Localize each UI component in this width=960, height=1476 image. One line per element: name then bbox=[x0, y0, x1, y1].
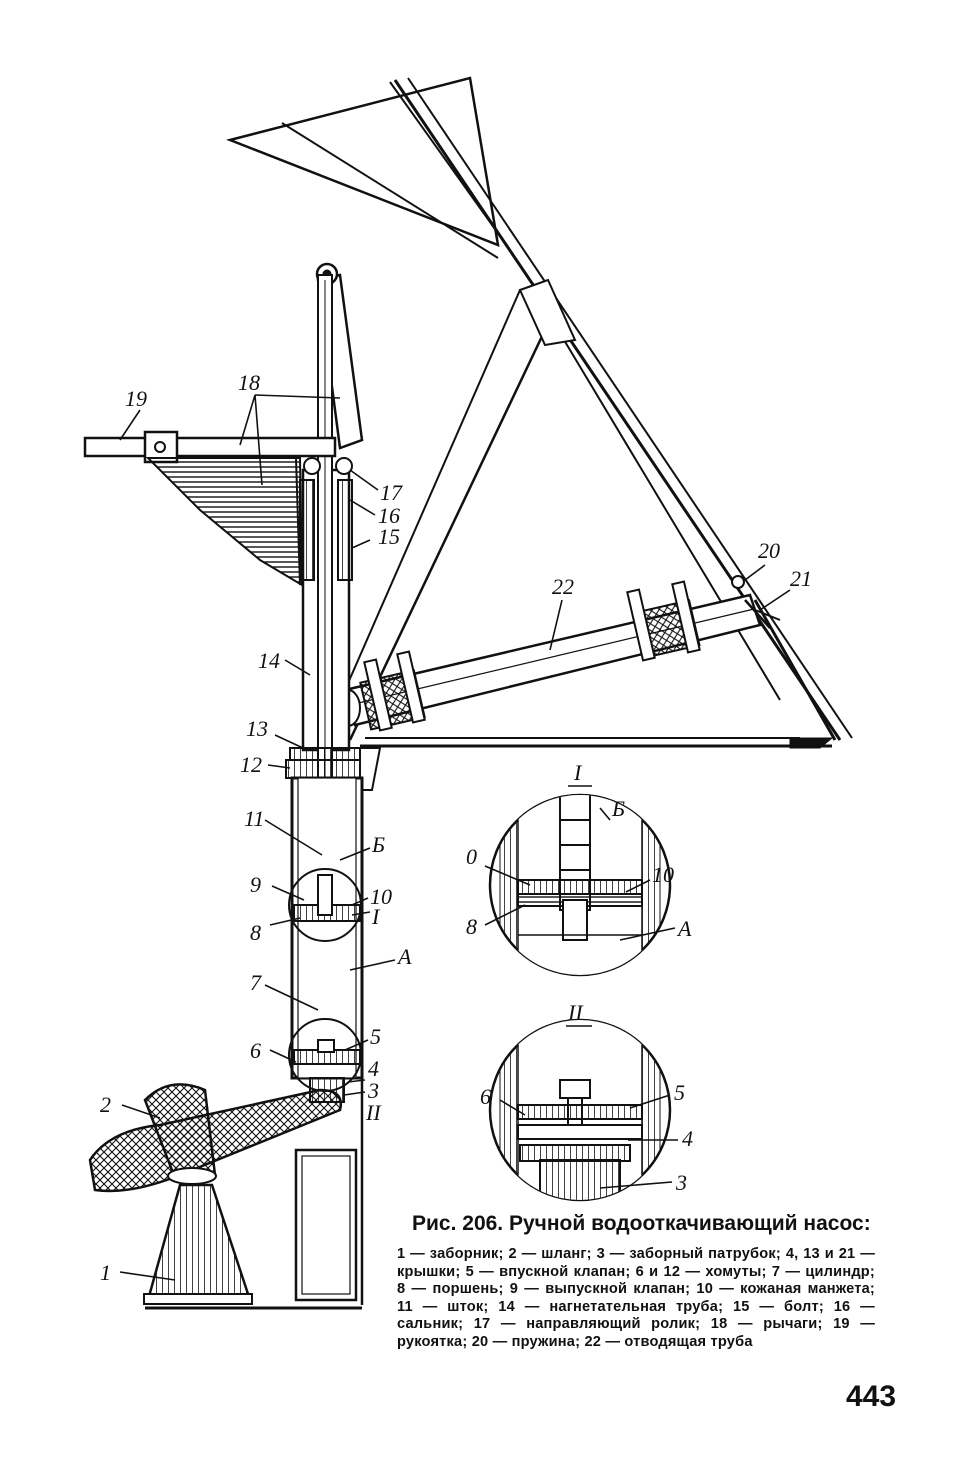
label-7: 7 bbox=[250, 970, 262, 995]
caption-item: 11 — шток; bbox=[397, 1298, 489, 1315]
caption-item: 10 — кожаная манжета; bbox=[696, 1281, 875, 1298]
detail-two-label-5: 5 bbox=[674, 1080, 685, 1105]
label-10: 10 bbox=[370, 884, 392, 909]
detail-two-label-4: 4 bbox=[682, 1126, 693, 1151]
label-2: 2 bbox=[100, 1092, 111, 1117]
label-14: 14 bbox=[258, 648, 280, 673]
label-15: 15 bbox=[378, 524, 400, 549]
caption-item: 15 — болт; bbox=[732, 1298, 824, 1315]
discharge-pipe bbox=[335, 575, 771, 732]
label-16: 16 bbox=[378, 503, 400, 528]
detail-two-label-6: 6 bbox=[480, 1084, 491, 1109]
caption-item: 3 — заборный патрубок; bbox=[596, 1246, 781, 1262]
label-1: 1 bbox=[100, 1260, 111, 1285]
label-18: 18 bbox=[238, 370, 260, 395]
label-11: 11 bbox=[244, 806, 264, 831]
caption-item: 14 — нагнетательная труба; bbox=[498, 1298, 724, 1315]
label-17: 17 bbox=[380, 480, 403, 505]
label-12: 12 bbox=[240, 752, 262, 777]
detail-two-title: II bbox=[567, 1000, 584, 1025]
label-8: 8 bbox=[250, 920, 261, 945]
caption-body: 1 — заборник; 2 — шланг; 3 — заборный па… bbox=[397, 1246, 875, 1352]
page-number: 443 bbox=[846, 1380, 897, 1413]
label-13: 13 bbox=[246, 716, 268, 741]
caption-item: 9 — выпускной клапан; bbox=[509, 1281, 691, 1298]
detail-one-label-a: А bbox=[676, 916, 692, 941]
suction-hose bbox=[88, 1083, 343, 1305]
detail-one-label-10: 10 bbox=[652, 862, 674, 887]
detail-one-label-8: 8 bbox=[466, 914, 477, 939]
label-roman-1: I bbox=[371, 904, 381, 929]
detail-one-title: I bbox=[573, 760, 583, 785]
caption-item: 7 — цилиндр; bbox=[771, 1263, 875, 1280]
label-roman-2: II bbox=[365, 1100, 382, 1125]
caption-item: 17 — направляющий ролик; bbox=[473, 1316, 701, 1333]
figure-labels: 1 2 3 4 5 6 7 8 9 10 11 12 13 14 15 16 1… bbox=[100, 370, 812, 1285]
caption-item: 1 — заборник; bbox=[397, 1246, 504, 1262]
label-4: 4 bbox=[368, 1056, 379, 1081]
pump-column bbox=[145, 262, 382, 1310]
handle-assembly bbox=[83, 430, 337, 587]
caption-item: 2 — шланг; bbox=[508, 1246, 592, 1262]
label-21: 21 bbox=[790, 566, 812, 591]
label-22: 22 bbox=[552, 574, 574, 599]
detail-one bbox=[488, 793, 672, 977]
caption-item: 6 и 12 — хомуты; bbox=[635, 1263, 767, 1280]
label-5: 5 bbox=[370, 1024, 381, 1049]
label-19: 19 bbox=[125, 386, 147, 411]
label-a: А bbox=[396, 944, 412, 969]
detail-one-label-0: 0 bbox=[466, 844, 477, 869]
caption-item: 16 — сальник; bbox=[397, 1298, 875, 1333]
label-9: 9 bbox=[250, 872, 261, 897]
caption-item: 18 — рычаги; bbox=[710, 1316, 823, 1333]
detail-labels: I Б 0 10 8 А II 6 5 4 3 bbox=[466, 760, 693, 1195]
caption-item: 8 — поршень; bbox=[397, 1281, 504, 1298]
label-b: Б bbox=[371, 832, 385, 857]
caption-item: 19 — рукоятка; bbox=[397, 1316, 876, 1350]
caption-title: Рис. 206. Ручной водооткачивающий насос: bbox=[412, 1212, 871, 1235]
caption-item: 5 — впускной клапан; bbox=[465, 1263, 631, 1280]
label-20: 20 bbox=[758, 538, 780, 563]
caption-item: 22 — отводящая труба bbox=[584, 1333, 753, 1350]
detail-two bbox=[488, 1018, 672, 1202]
caption-item: 4, 13 и 21 — крышки; bbox=[397, 1246, 876, 1280]
leader-lines bbox=[119, 394, 791, 1281]
caption-item: 20 — пружина; bbox=[471, 1333, 581, 1350]
detail-one-label-b: Б bbox=[611, 796, 625, 821]
label-6: 6 bbox=[250, 1038, 261, 1063]
detail-two-label-3: 3 bbox=[675, 1170, 687, 1195]
hull-frame bbox=[225, 76, 853, 749]
label-3: 3 bbox=[367, 1078, 379, 1103]
